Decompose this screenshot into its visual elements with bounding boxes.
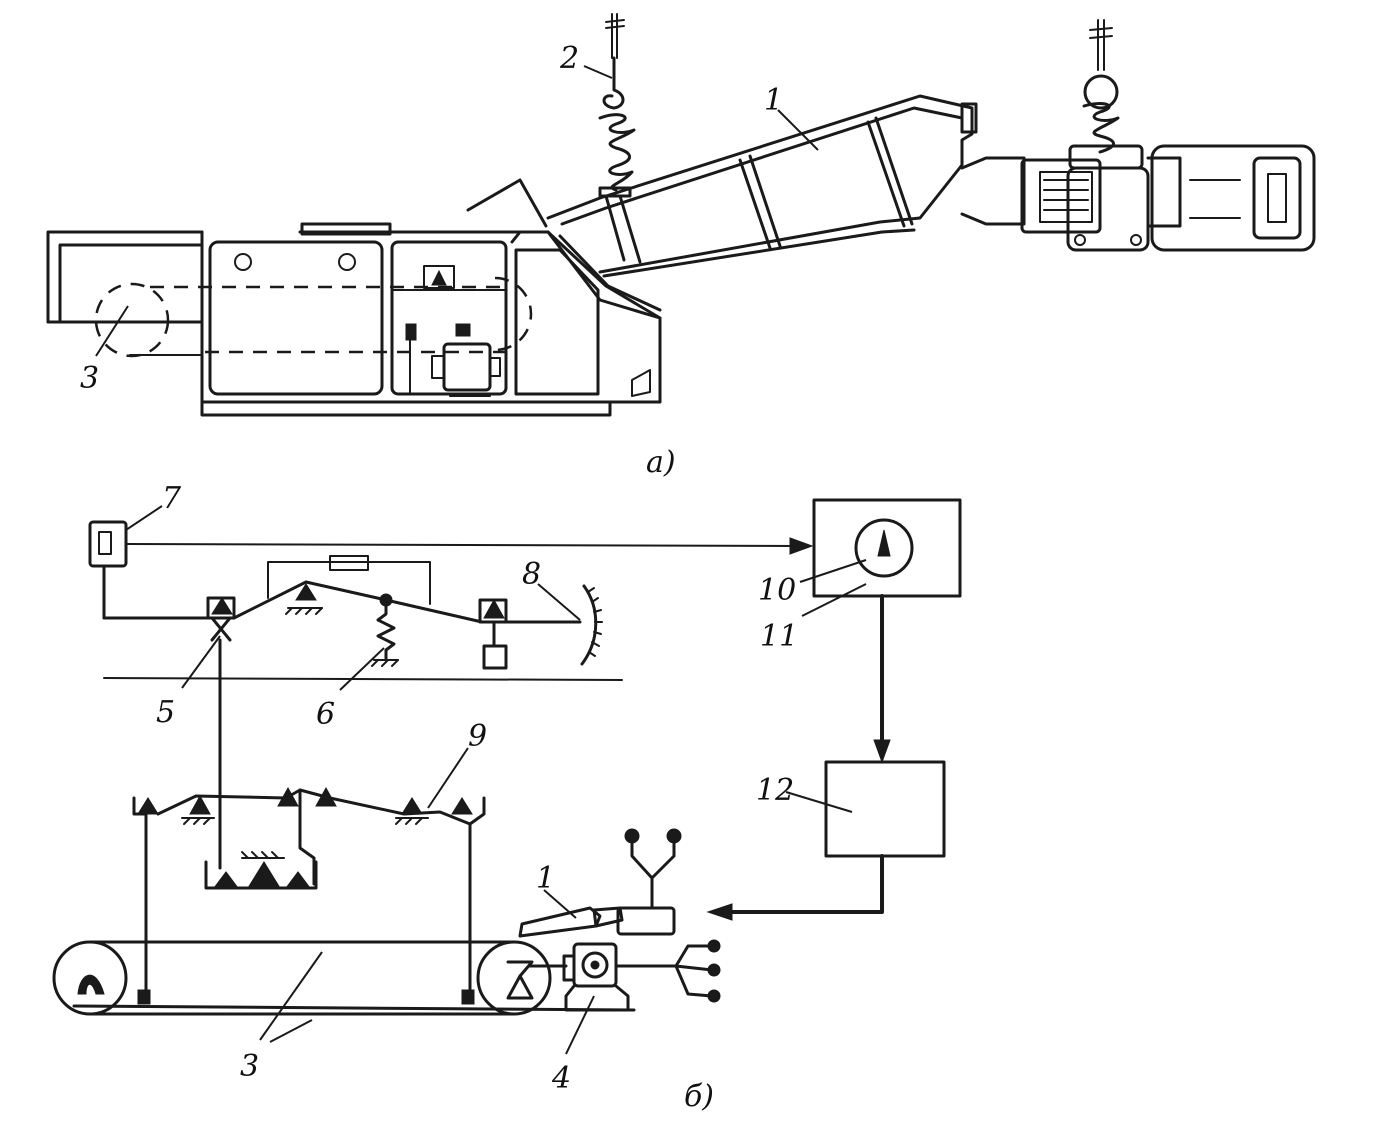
leader-b-1 (543, 889, 577, 919)
leader-b-6 (339, 647, 385, 691)
label-a-belt: 3 (80, 361, 99, 396)
leader-b-8 (537, 583, 581, 621)
controller-box (824, 760, 946, 858)
label-b-sensor: 7 (162, 481, 182, 516)
secondary-device-box (812, 498, 962, 598)
leader-b-10 (799, 559, 867, 583)
line-controller-to-feeder (728, 854, 884, 914)
leader-a-3 (95, 305, 129, 357)
leader-b-3b (269, 1019, 313, 1043)
caption-a: а) (646, 445, 676, 480)
ground-line (103, 677, 623, 681)
hopper (546, 94, 978, 278)
arrow-to-controller (873, 739, 891, 764)
indicator-dial (854, 518, 914, 578)
belt-drum-right (494, 276, 533, 352)
sensor (88, 520, 220, 620)
label-b-drive: 4 (551, 1061, 571, 1096)
leader-b-5 (181, 635, 221, 689)
suspension-spring (598, 13, 642, 264)
label-b-belt: 3 (240, 1049, 259, 1084)
counterweight-support (478, 598, 508, 670)
leader-a-1 (777, 109, 819, 151)
figure-a: 1 2 3 а) (46, 13, 1316, 480)
lever-system (132, 786, 486, 1000)
label-b-lever: 9 (468, 719, 487, 754)
vibro-drive (960, 19, 1316, 252)
label-b-controller: 12 (756, 773, 794, 808)
belt-conveyor (52, 940, 636, 1016)
spring (371, 604, 399, 667)
vibro-feeder (518, 828, 682, 938)
caption-b: б) (684, 1079, 714, 1114)
leader-a-2 (583, 65, 613, 79)
belt-drum-left (94, 282, 170, 358)
label-a-hopper: 1 (764, 83, 783, 118)
label-b-device: 11 (760, 619, 798, 654)
arrow-to-feeder (706, 903, 733, 921)
label-b-scale: 8 (522, 557, 541, 592)
label-b-support: 5 (156, 695, 175, 730)
indicator-needle (877, 529, 891, 557)
leader-b-4 (565, 995, 595, 1055)
label-b-indicator: 10 (758, 573, 796, 608)
leader-b-7 (125, 505, 163, 531)
figure-b: 7 8 5 6 9 10 11 12 1 3 4 б) (52, 481, 962, 1114)
label-b-spring: 6 (316, 697, 335, 732)
label-a-suspension: 2 (559, 41, 579, 76)
belt-frame-left (46, 230, 204, 356)
leader-b-3a (259, 951, 323, 1041)
upper-lever (232, 555, 582, 624)
signal-line-sensor-to-device (125, 537, 814, 555)
label-b-feeder: 1 (536, 861, 555, 896)
scale-body (200, 178, 662, 417)
support-knife-edge (206, 596, 236, 870)
leader-b-11 (801, 583, 867, 617)
leader-b-12 (785, 791, 853, 813)
leader-b-9 (427, 747, 469, 809)
belt-drive (528, 939, 721, 1012)
scale-arc (580, 584, 603, 666)
